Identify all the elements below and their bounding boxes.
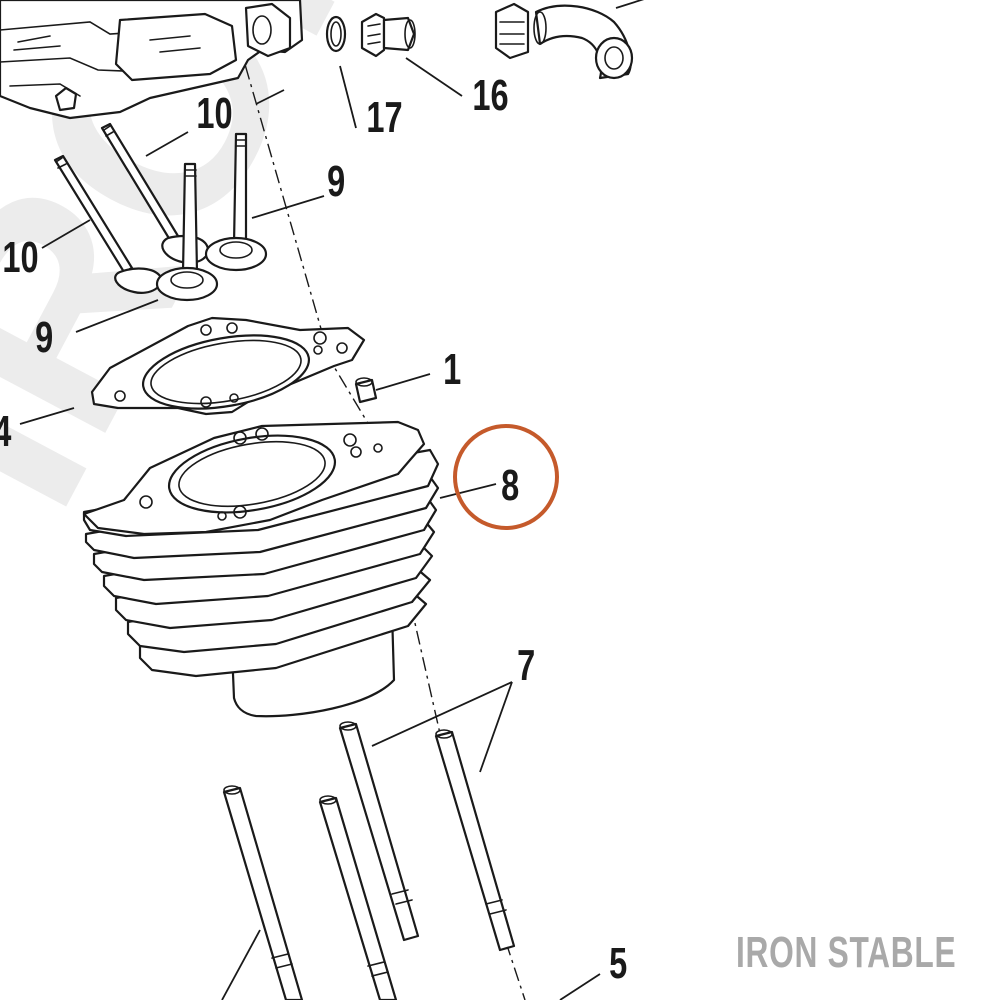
callout-5: 5 xyxy=(609,939,627,988)
callout-16: 16 xyxy=(472,71,508,120)
callout-4: 4 xyxy=(0,407,12,456)
stud-5-a xyxy=(222,785,304,1000)
cylinder-head xyxy=(0,0,304,120)
callout-8: 8 xyxy=(501,461,519,510)
callout-10-left: 10 xyxy=(2,233,38,282)
valve-9-left xyxy=(155,162,219,302)
callout-9-left: 9 xyxy=(35,313,53,362)
head-gasket-4 xyxy=(90,316,366,416)
highlight-circle xyxy=(453,424,559,530)
hose-elbow xyxy=(494,0,645,80)
dowel-pin-1 xyxy=(354,377,378,404)
brand-watermark: IRON STABLE xyxy=(736,928,957,977)
callout-9-top: 9 xyxy=(327,157,345,206)
stud-7-a xyxy=(338,721,420,942)
callout-1: 1 xyxy=(443,345,461,394)
stud-5-b xyxy=(318,795,398,1000)
valve-9-right xyxy=(204,132,268,272)
callout-7: 7 xyxy=(517,641,535,690)
callout-10-top: 10 xyxy=(196,89,232,138)
cylinder-8 xyxy=(82,420,440,718)
callout-17: 17 xyxy=(366,93,402,142)
leader-lines xyxy=(19,57,601,1000)
o-ring-17 xyxy=(325,15,347,53)
fitting-16 xyxy=(360,12,416,58)
stud-7-b xyxy=(434,729,516,952)
valve-10-left xyxy=(53,154,163,294)
